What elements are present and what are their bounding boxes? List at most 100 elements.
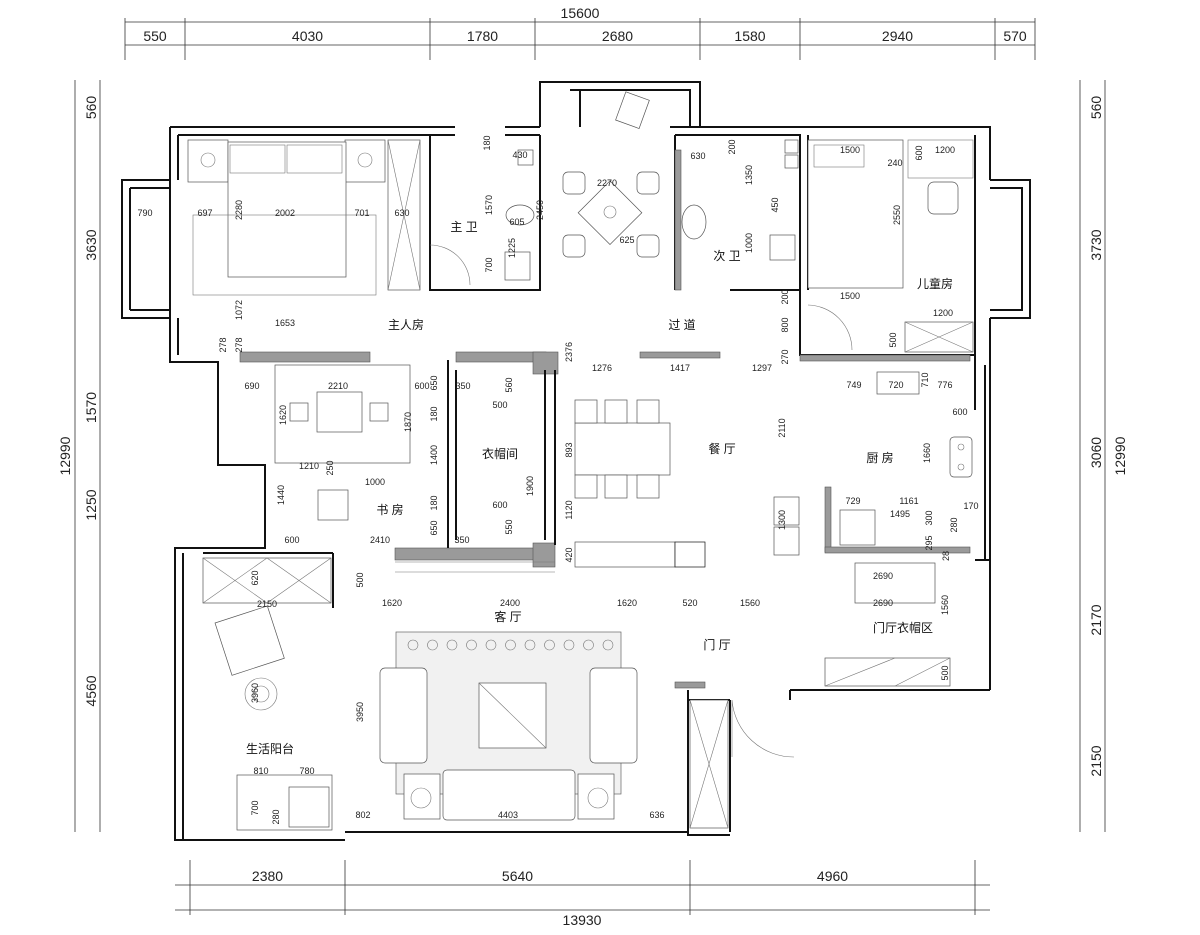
dimension-label: 2400 [500, 598, 520, 608]
dimension-label: 802 [355, 810, 370, 820]
dim-right-segment: 2150 [1088, 745, 1104, 776]
dimension-label: 720 [888, 380, 903, 390]
dimension-label: 600 [914, 145, 924, 160]
dimension-label: 180 [482, 135, 492, 150]
label-living: 客 厅 [494, 609, 521, 624]
dimension-label: 250 [325, 460, 335, 475]
label-second-bath: 次 卫 [713, 249, 740, 263]
label-cloakroom: 衣帽间 [482, 446, 518, 461]
basin [504, 251, 531, 281]
dimension-label: 1200 [933, 308, 953, 318]
dimension-label: 500 [940, 665, 950, 680]
dimension-label: 1120 [564, 500, 574, 519]
dimension-label: 1660 [922, 443, 932, 463]
dim-top-segment: 2680 [602, 28, 633, 44]
dimension-label: 450 [770, 197, 780, 212]
dimension-label: 2550 [892, 205, 902, 225]
dim-bottom-segment: 5640 [502, 868, 533, 884]
furniture [187, 91, 974, 831]
dimension-label: 2280 [234, 200, 244, 220]
dimension-label: 278 [218, 337, 228, 352]
dimension-label: 270 [780, 349, 790, 364]
dimension-label: 700 [484, 257, 494, 272]
dimension-lines [74, 18, 1106, 911]
dim-bottom-segment: 4960 [817, 868, 848, 884]
label-study: 书 房 [376, 502, 403, 517]
dimension-label: 600 [414, 381, 429, 391]
dimension-label: 1870 [403, 412, 413, 432]
dimension-label: 1495 [890, 509, 910, 519]
walls [121, 81, 1031, 841]
label-foyer: 门 厅 [703, 637, 730, 652]
overall-width-top: 15600 [561, 5, 600, 21]
washing-machine [288, 786, 330, 828]
dimension-label: 240 [887, 158, 902, 168]
dimension-label: 776 [937, 380, 952, 390]
dim-left-segment: 560 [83, 96, 99, 120]
dimension-label: 300 [924, 510, 934, 525]
kids-desk [907, 139, 974, 179]
label-master-bath: 主 卫 [450, 220, 477, 234]
kids-bed [807, 139, 904, 289]
fridge [839, 509, 876, 546]
dim-bottom-segment: 2380 [252, 868, 283, 884]
dimension-label: 690 [244, 381, 259, 391]
rug [192, 214, 377, 296]
dimension-label: 560 [504, 377, 514, 392]
dimension-label: 280 [949, 517, 959, 532]
dimension-label: 500 [888, 332, 898, 347]
dim-right-segment: 3060 [1088, 437, 1104, 468]
dimension-label: 2210 [328, 381, 348, 391]
dimension-label: 1225 [507, 238, 517, 258]
dim-top-segment: 4030 [292, 28, 323, 44]
dimension-label: 600 [284, 535, 299, 545]
spiral-motif [466, 639, 477, 651]
dimension-label: 3960 [250, 683, 260, 703]
dining-table [574, 422, 671, 476]
dimension-label: 800 [780, 317, 790, 332]
dimension-label: 430 [512, 150, 527, 160]
dimension-label: 4403 [498, 810, 518, 820]
spiral-motif [524, 639, 536, 651]
stove [876, 371, 920, 395]
label-master-bedroom: 主人房 [388, 317, 424, 332]
dimension-label: 1000 [365, 477, 385, 487]
dimension-label: 1570 [484, 195, 494, 215]
label-kids-room: 儿童房 [917, 276, 953, 291]
kitchen-sink [949, 436, 973, 478]
dimension-label: 1560 [940, 595, 950, 615]
overall-height-right: 12990 [1112, 436, 1128, 475]
foyer-bench [854, 562, 936, 604]
dimension-label: 2410 [370, 535, 390, 545]
dimension-label: 1210 [299, 461, 319, 471]
dimension-label: 600 [952, 407, 967, 417]
spiral-motif [563, 639, 575, 651]
dimension-label: 180 [429, 495, 439, 510]
dimension-label: 701 [354, 208, 369, 218]
balcony-cabinet [202, 557, 332, 604]
dimension-label: 1350 [744, 165, 754, 185]
overall-width-bottom: 13930 [563, 912, 602, 928]
dimension-label: 1161 [899, 496, 918, 506]
dimension-label: 2002 [275, 208, 295, 218]
label-foyer-wardrobe: 门厅衣帽区 [873, 620, 933, 635]
dimension-label: 2270 [597, 178, 617, 188]
dimension-label: 2376 [564, 342, 574, 362]
spiral-motif [407, 639, 419, 651]
toilet [681, 204, 707, 240]
dimension-label: 170 [963, 501, 978, 511]
dim-left-segment: 4560 [83, 675, 99, 706]
spiral-motif [602, 639, 614, 651]
armchair-right [589, 667, 638, 764]
dimension-label: 500 [355, 572, 365, 587]
dimension-label: 278 [234, 337, 244, 352]
dimension-label: 2110 [777, 418, 787, 437]
dimension-label: 280 [271, 809, 281, 824]
dimension-label: 2150 [257, 599, 277, 609]
dimension-label: 650 [429, 520, 439, 535]
label-dining: 餐 厅 [708, 441, 735, 456]
shoe-cabinet [824, 657, 951, 687]
label-corridor: 过 道 [668, 318, 695, 332]
